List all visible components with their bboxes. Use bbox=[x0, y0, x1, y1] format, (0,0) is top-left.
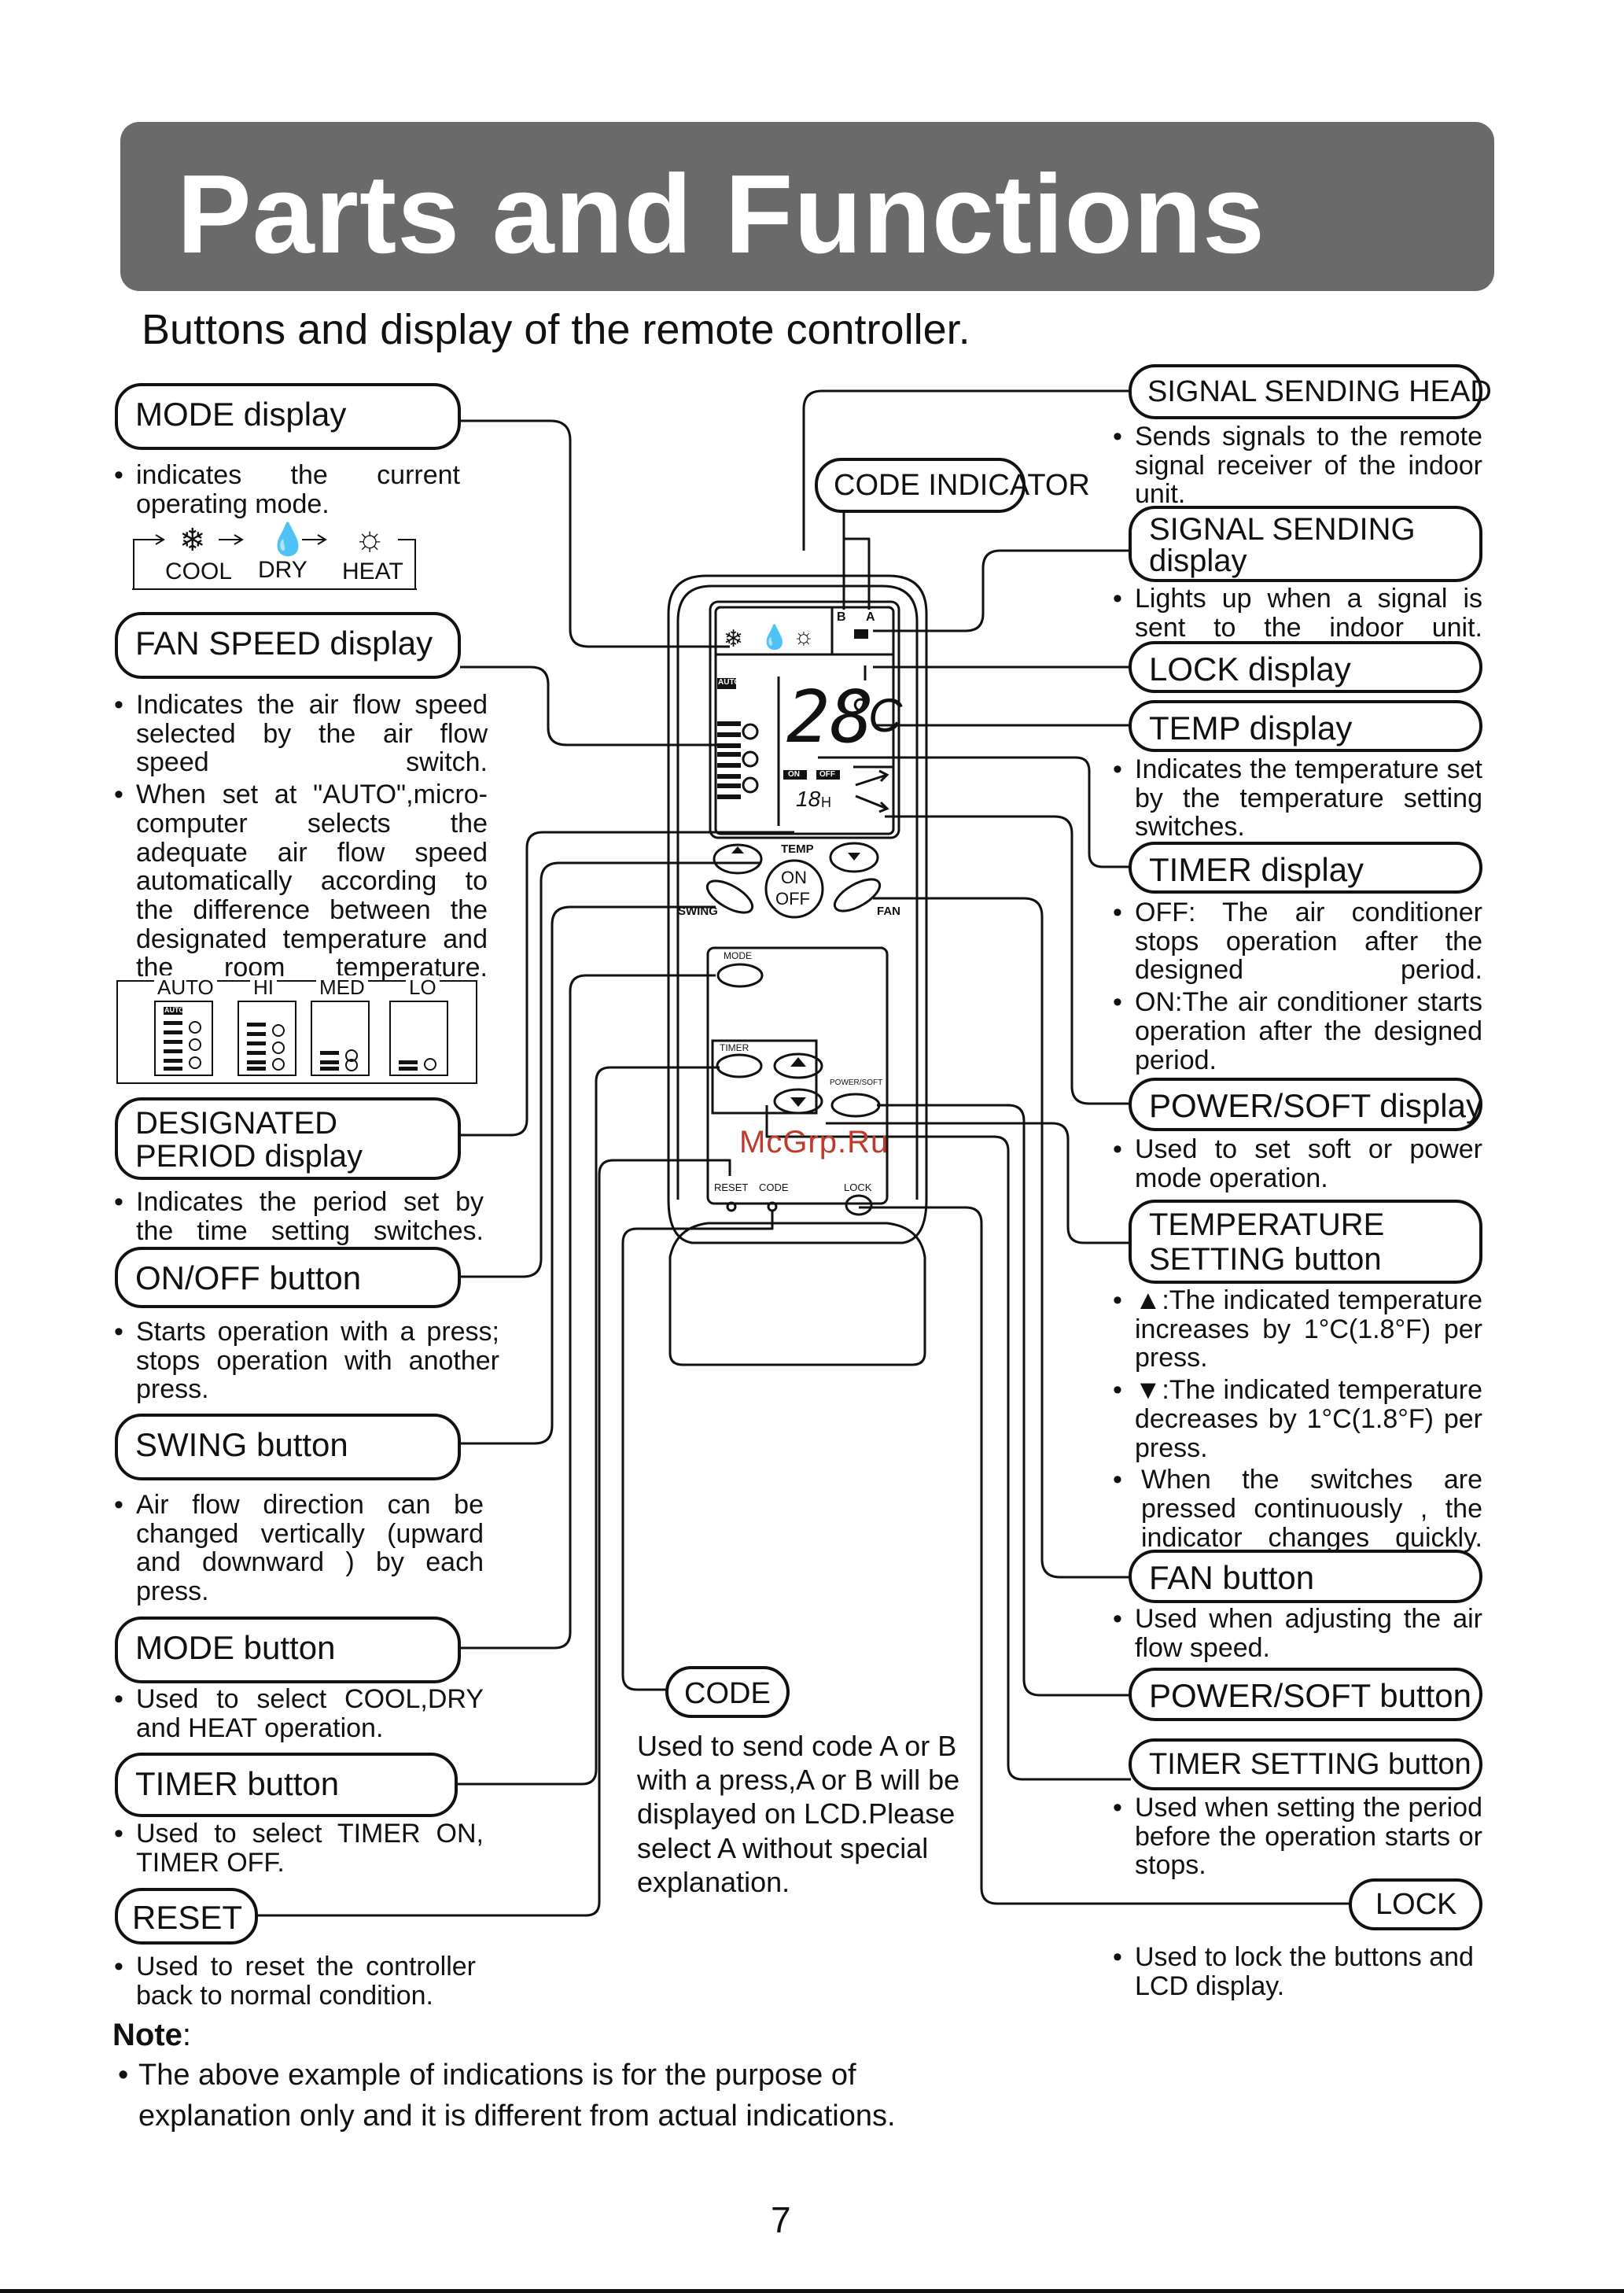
timer-setting-button-label: TIMER SETTING button bbox=[1129, 1738, 1482, 1790]
timer-setting-button-desc: Used when setting the period before the … bbox=[1113, 1793, 1482, 1883]
page-number: 7 bbox=[771, 2199, 791, 2240]
lock-label: LOCK bbox=[1349, 1878, 1482, 1930]
remote-controller bbox=[667, 574, 928, 1366]
auto-badge: AUTO bbox=[164, 1006, 185, 1014]
designated-period-display-label: DESIGNATED PERIOD display bbox=[115, 1097, 461, 1180]
code-a-indicator: A bbox=[866, 610, 875, 624]
watermark: McGrp.Ru bbox=[739, 1125, 889, 1159]
reset-label: RESET bbox=[115, 1888, 258, 1945]
fan-speed-diagram: AUTO HI MED LO AUTO bbox=[116, 975, 477, 1084]
signal-sending-head-desc: Sends signals to the remote signal recei… bbox=[1113, 422, 1482, 512]
code-b-indicator: B bbox=[837, 610, 846, 624]
title-banner: Parts and Functions bbox=[120, 122, 1494, 291]
note-title: Note: bbox=[112, 2018, 192, 2052]
on-off-button-desc: Starts operation with a press; stops ope… bbox=[114, 1318, 499, 1407]
timer-button-label[interactable]: TIMER bbox=[720, 1042, 749, 1053]
mode-diagram: ❄ 💧 ☼ COOL DRY HEAT bbox=[132, 519, 417, 590]
lcd-timer-off: OFF bbox=[819, 770, 835, 779]
temperature-hold-desc: When the switches are pressed continuous… bbox=[1113, 1465, 1482, 1552]
fan-speed-lo: LO bbox=[406, 975, 440, 1000]
swing-button-label[interactable]: SWING bbox=[678, 905, 718, 918]
mode-display-label: MODE display bbox=[115, 383, 461, 450]
snowflake-icon: ❄ bbox=[724, 626, 744, 652]
drop-icon: 💧 bbox=[760, 625, 790, 651]
reset-desc: Used to reset the controller back to nor… bbox=[114, 1952, 476, 2013]
note-text: The above example of indications is for … bbox=[118, 2055, 928, 2137]
timer-button-label: TIMER button bbox=[115, 1753, 458, 1817]
code-label: CODE bbox=[665, 1666, 790, 1718]
on-off-button-label: ON/OFF button bbox=[115, 1247, 461, 1308]
lock-button-label[interactable]: LOCK bbox=[844, 1182, 872, 1193]
lcd-temperature: 28 bbox=[786, 675, 874, 759]
fan-speed-auto: AUTO bbox=[154, 975, 217, 1000]
mode-button-label[interactable]: MODE bbox=[724, 950, 752, 961]
snowflake-icon: ❄ bbox=[179, 523, 206, 558]
fan-speed-med: MED bbox=[316, 975, 368, 1000]
code-indicator-label: CODE INDICATOR bbox=[815, 458, 1090, 513]
temp-display-label: TEMP display bbox=[1129, 700, 1482, 752]
signal-sending-head-label: SIGNAL SENDING HEAD bbox=[1129, 364, 1492, 419]
code-button-label[interactable]: CODE bbox=[759, 1182, 789, 1193]
temperature-setting-button-label: TEMPERATURE SETTING button bbox=[1129, 1200, 1482, 1284]
lcd-timer-unit: H bbox=[821, 794, 831, 810]
sun-icon: ☼ bbox=[354, 519, 386, 558]
signal-sending-display-desc: Lights up when a signal is sent to the i… bbox=[1113, 584, 1482, 645]
power-soft-display-desc: Used to set soft or power mode operation… bbox=[1113, 1135, 1482, 1196]
fan-speed-display-label: FAN SPEED display bbox=[115, 612, 461, 679]
mode-cool: COOL bbox=[165, 559, 233, 584]
mode-heat: HEAT bbox=[342, 559, 403, 584]
fan-button-label: FAN button bbox=[1129, 1550, 1482, 1603]
fan-speed-display-desc: Indicates the air flow speed selected by… bbox=[114, 691, 488, 986]
drop-icon: 💧 bbox=[268, 522, 307, 557]
code-desc: Used to send code A or B with a press,A … bbox=[637, 1730, 960, 1898]
bottom-rule bbox=[0, 2289, 1624, 2293]
page-subtitle: Buttons and display of the remote contro… bbox=[142, 306, 970, 353]
sun-icon: ☼ bbox=[793, 624, 815, 650]
auto-badge: AUTO bbox=[718, 678, 741, 687]
fan-button-label[interactable]: FAN bbox=[877, 905, 900, 918]
reset-button-label[interactable]: RESET bbox=[714, 1182, 749, 1193]
mode-dry: DRY bbox=[258, 557, 307, 583]
lock-desc: Used to lock the buttons and LCD display… bbox=[1113, 1943, 1482, 2004]
lcd-temperature-unit: °C bbox=[849, 689, 903, 742]
on-button-label[interactable]: ON bbox=[781, 868, 807, 887]
timer-display-label: TIMER display bbox=[1129, 842, 1482, 894]
temp-display-desc: Indicates the temperature set by the tem… bbox=[1113, 755, 1482, 845]
mode-display-desc: indicates the current operating mode. bbox=[114, 461, 460, 522]
signal-sending-display-label: SIGNAL SENDING display bbox=[1129, 506, 1482, 582]
lcd-timer-on: ON bbox=[788, 770, 800, 779]
lock-display-label: LOCK display bbox=[1129, 641, 1482, 693]
lcd-timer-value: 18 bbox=[796, 787, 821, 811]
mode-button-label: MODE button bbox=[115, 1617, 461, 1683]
power-soft-button-label[interactable]: POWER/SOFT bbox=[830, 1078, 883, 1087]
fan-speed-hi: HI bbox=[250, 975, 277, 1000]
power-soft-display-label: POWER/SOFT display bbox=[1129, 1078, 1482, 1131]
temp-button-label: TEMP bbox=[781, 842, 814, 856]
timer-display-desc: OFF: The air conditioner stops operation… bbox=[1113, 898, 1482, 1078]
swing-button-label: SWING button bbox=[115, 1414, 461, 1480]
mode-button-desc: Used to select COOL,DRY and HEAT operati… bbox=[114, 1685, 484, 1746]
temperature-setting-button-desc: ▲:The indicated temperature increases by… bbox=[1113, 1286, 1482, 1555]
off-button-label[interactable]: OFF bbox=[775, 889, 810, 909]
power-soft-button-label: POWER/SOFT button bbox=[1129, 1668, 1482, 1721]
designated-period-desc: Indicates the period set by the time set… bbox=[114, 1188, 484, 1248]
page-title: Parts and Functions bbox=[177, 152, 1265, 277]
fan-button-desc: Used when adjusting the air flow speed. bbox=[1113, 1605, 1482, 1665]
timer-button-desc: Used to select TIMER ON, TIMER OFF. bbox=[114, 1819, 484, 1880]
swing-button-desc: Air flow direction can be changed vertic… bbox=[114, 1491, 484, 1609]
